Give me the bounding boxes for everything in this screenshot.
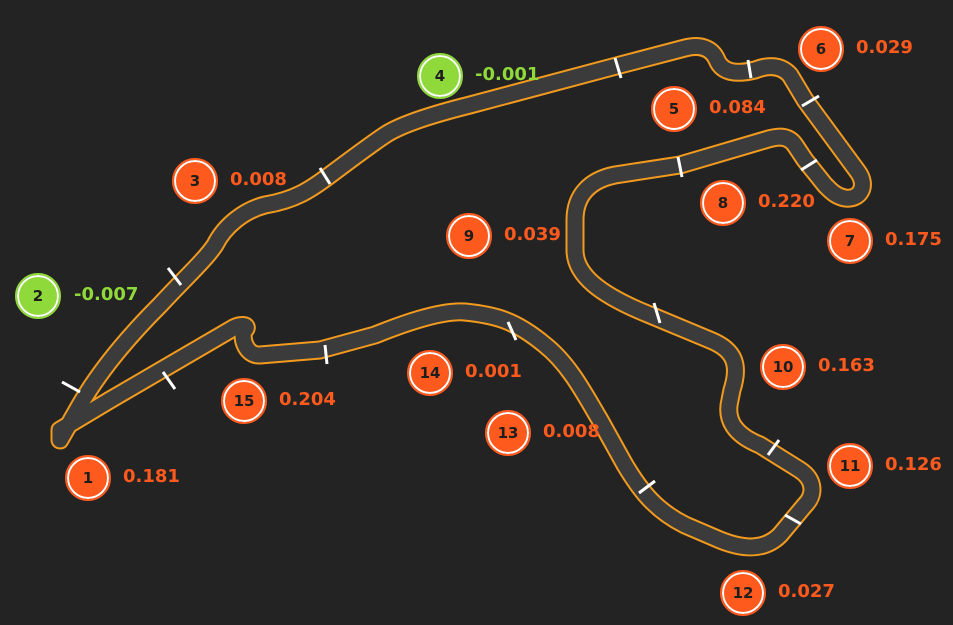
corner-delta-9: 0.039	[504, 224, 561, 245]
sector-marker	[613, 57, 623, 79]
corner-number: 11	[839, 457, 861, 475]
sector-marker	[61, 380, 81, 394]
corner-badge-11[interactable]: 11	[827, 443, 873, 489]
sector-marker	[161, 371, 177, 390]
corner-delta-15: 0.204	[279, 389, 336, 410]
corner-number: 10	[772, 358, 794, 376]
sector-markers	[61, 57, 820, 526]
corner-delta-2: -0.007	[74, 284, 139, 305]
corner-badge-3[interactable]: 3	[172, 158, 218, 204]
corner-number: 2	[32, 287, 44, 305]
corner-badge-1[interactable]: 1	[65, 455, 111, 501]
corner-badge-14[interactable]: 14	[407, 350, 453, 396]
corner-delta-4: -0.001	[475, 64, 540, 85]
corner-badge-10[interactable]: 10	[760, 344, 806, 390]
corner-number: 12	[732, 584, 754, 602]
corner-badge-2[interactable]: 2	[15, 273, 61, 319]
sector-marker	[746, 59, 753, 79]
corner-delta-5: 0.084	[709, 97, 766, 118]
corner-badge-12[interactable]: 12	[720, 570, 766, 616]
corner-badge-9[interactable]: 9	[446, 213, 492, 259]
corner-number: 14	[419, 364, 441, 382]
track-surface	[52, 39, 870, 555]
corner-badge-6[interactable]: 6	[798, 26, 844, 72]
sector-marker	[652, 302, 662, 324]
corner-delta-6: 0.029	[856, 37, 913, 58]
corner-number: 13	[497, 424, 519, 442]
sector-marker	[638, 479, 656, 495]
sector-marker	[766, 439, 781, 456]
corner-badge-13[interactable]: 13	[485, 410, 531, 456]
corner-number: 4	[434, 67, 446, 85]
corner-delta-8: 0.220	[758, 191, 815, 212]
sector-marker	[801, 94, 820, 108]
sector-marker	[800, 158, 818, 172]
corner-number: 1	[82, 469, 94, 487]
corner-number: 8	[717, 194, 729, 212]
corner-delta-7: 0.175	[885, 229, 942, 250]
corner-delta-10: 0.163	[818, 355, 875, 376]
corner-delta-13: 0.008	[543, 421, 600, 442]
corner-delta-14: 0.001	[465, 361, 522, 382]
sector-marker	[318, 167, 332, 185]
corner-delta-1: 0.181	[123, 466, 180, 487]
track-outline	[50, 37, 872, 557]
corner-number: 9	[463, 227, 475, 245]
sector-marker	[166, 267, 183, 286]
corner-badge-15[interactable]: 15	[221, 378, 267, 424]
corner-badge-4[interactable]: 4	[417, 53, 463, 99]
sector-marker	[676, 156, 684, 178]
corner-number: 7	[844, 232, 856, 250]
corner-delta-11: 0.126	[885, 454, 942, 475]
corner-delta-12: 0.027	[778, 581, 835, 602]
corner-badge-5[interactable]: 5	[651, 86, 697, 132]
corner-number: 6	[815, 40, 827, 58]
sector-marker	[784, 513, 802, 526]
corner-delta-3: 0.008	[230, 169, 287, 190]
sector-marker	[506, 321, 518, 341]
corner-number: 5	[668, 100, 680, 118]
sector-marker	[323, 344, 329, 365]
corner-number: 3	[189, 172, 201, 190]
corner-badge-8[interactable]: 8	[700, 180, 746, 226]
corner-number: 15	[233, 392, 255, 410]
corner-badge-7[interactable]: 7	[827, 218, 873, 264]
